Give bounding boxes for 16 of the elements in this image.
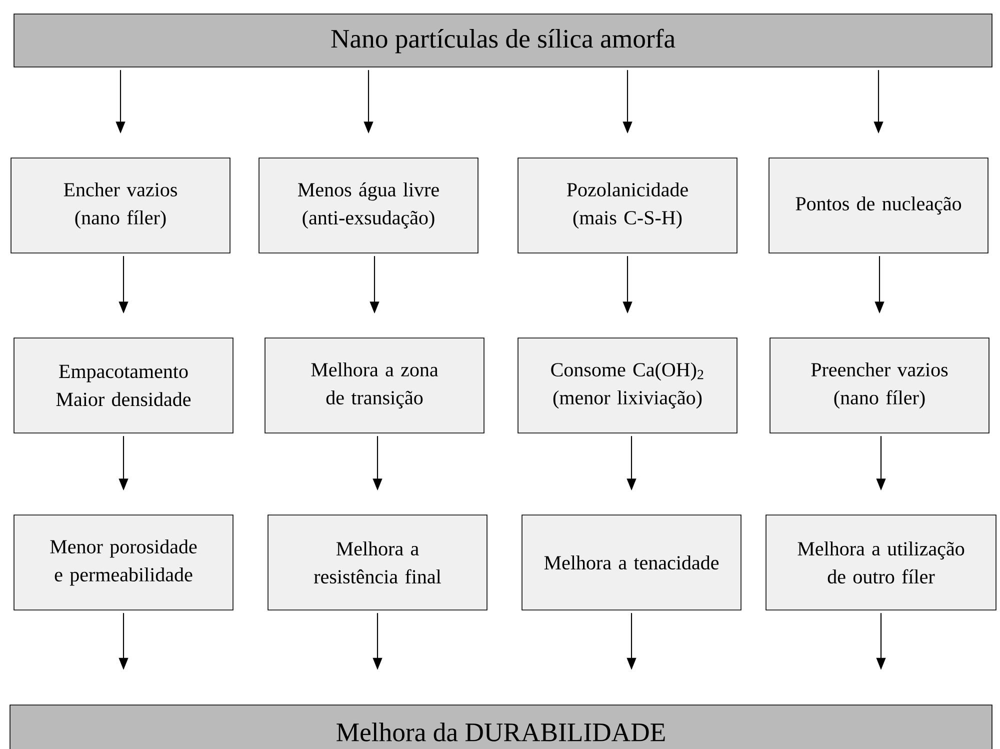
- banner-box: [10, 704, 992, 749]
- banner-box: [14, 14, 992, 68]
- process-box: Empacotamento Maior densidade: [14, 338, 234, 434]
- node-label: Nano partículas de sílica amorfa: [331, 28, 676, 54]
- process-box: Melhora a tenacidade: [522, 514, 742, 610]
- process-box: Menor porosidade e permeabilidade: [14, 514, 234, 610]
- process-box: Melhora a zona de transição: [264, 338, 484, 434]
- process-box: Preencher vazios (nano fíler): [770, 338, 990, 434]
- node-label: Melhora da DURABILIDADE: [336, 722, 665, 742]
- process-box: Melhora a resistência final: [268, 514, 488, 610]
- process-box: Menos água livre (anti-exsudação): [258, 158, 478, 254]
- process-box: Pozolanicidade (mais C-S-H): [518, 158, 738, 254]
- process-box: Encher vazios (nano fíler): [10, 158, 230, 254]
- process-box: Melhora a utilização de outro fíler: [766, 514, 996, 610]
- process-box: Consome Ca(OH)$_{2}$ (menor lixiviação): [518, 338, 738, 434]
- process-box: Pontos de nucleação: [768, 158, 988, 254]
